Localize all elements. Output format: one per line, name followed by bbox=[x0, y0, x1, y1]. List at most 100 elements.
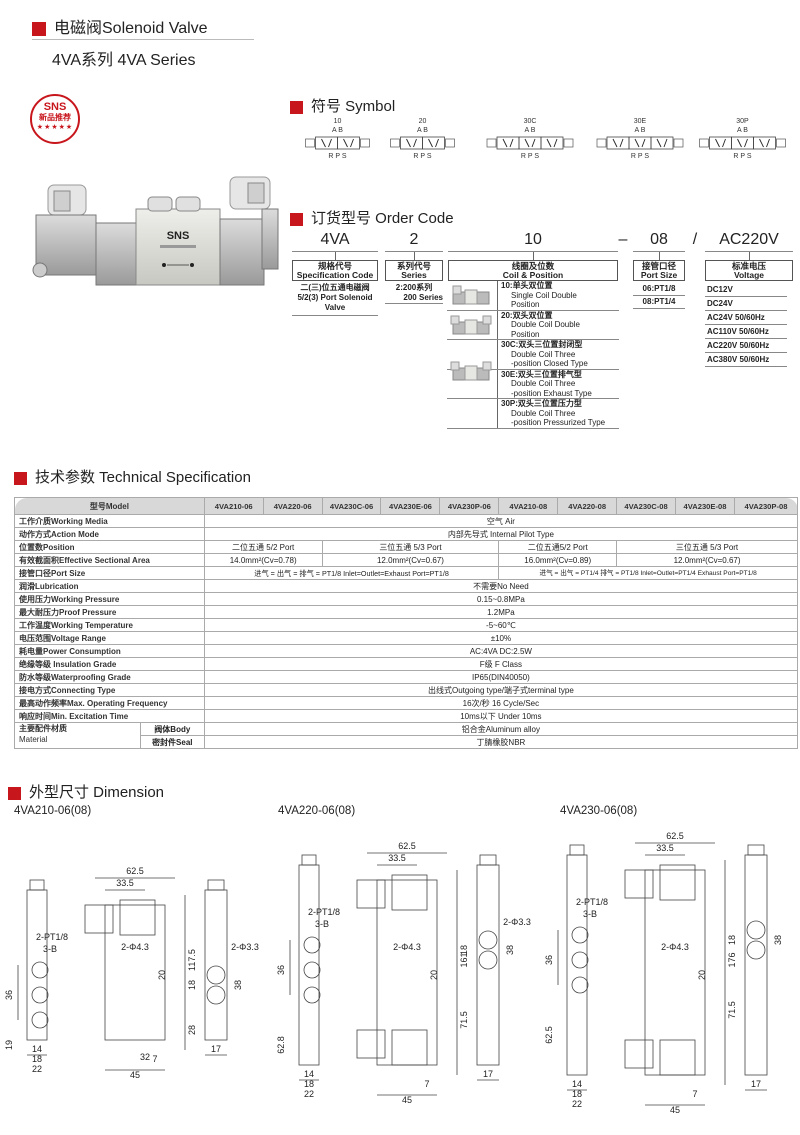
connector-line bbox=[414, 252, 415, 260]
symbol-section-title-text: 符号 Symbol bbox=[311, 98, 396, 115]
valve-symbol-icon bbox=[699, 136, 786, 150]
port-hole bbox=[31, 1011, 49, 1029]
row-value: 0.15~0.8MPa bbox=[203, 592, 799, 606]
valve-symbol-icon bbox=[486, 136, 574, 150]
port-label: 3-B bbox=[43, 944, 57, 954]
symbol-ports-bottom: R P S bbox=[520, 153, 540, 160]
dimension-value: 7 bbox=[152, 1054, 157, 1064]
model-column-header: 4VA210-08 bbox=[498, 497, 559, 515]
coil-connector bbox=[356, 1029, 386, 1059]
row-label: 接电方式Connecting Type bbox=[14, 683, 205, 697]
row-value: 二位五通 5/2 Port bbox=[203, 540, 323, 554]
row-label: 接管口径Port Size bbox=[14, 566, 205, 580]
label-cn: 系列代号 bbox=[396, 261, 431, 271]
row-value: 1.2MPa bbox=[203, 605, 799, 619]
connector-line bbox=[335, 252, 336, 260]
spec-description: 二(三)位五通电磁阀 5/2(3) Port Solenoid Valve bbox=[292, 283, 378, 316]
valve-symbol-icon bbox=[305, 136, 370, 150]
valve-thumbnail-icon bbox=[450, 361, 492, 380]
side-view-body bbox=[26, 889, 48, 1041]
symbol-ports-top: A B bbox=[417, 127, 428, 134]
dimension-value: 18 bbox=[304, 1079, 314, 1089]
row-value: 空气 Air bbox=[203, 514, 799, 528]
port-size-option: 06:PT1/8 bbox=[633, 283, 685, 296]
series-desc-line: 200 Series bbox=[403, 293, 443, 302]
coil bbox=[391, 874, 428, 911]
port-hole bbox=[571, 951, 589, 969]
front-view-body bbox=[644, 869, 706, 1076]
material-label: 主要配件材质 Material bbox=[14, 722, 141, 749]
end-view-body bbox=[744, 854, 768, 1076]
coil-option: 30P:双头三位置压力型 Double Coil Three -position… bbox=[447, 399, 619, 429]
row-value: 进气 = 出气 = 排气 = PT1/8 Inlet=Outlet=Exhaus… bbox=[203, 566, 500, 580]
coil-option-en: Single Coil Double bbox=[511, 290, 577, 300]
port-hole bbox=[206, 965, 226, 985]
tech-spec-title-text: 技术参数 Technical Specification bbox=[35, 469, 251, 486]
tech-spec-title: 技术参数 Technical Specification bbox=[14, 466, 251, 487]
dimension-value: 17 bbox=[211, 1044, 221, 1054]
connector-line bbox=[533, 252, 534, 260]
model-column-header: 4VA230C-08 bbox=[616, 497, 677, 515]
dimension-value: 14 bbox=[32, 1044, 42, 1054]
port-hole bbox=[31, 986, 49, 1004]
symbol-30P: 30P A B R P S bbox=[690, 118, 795, 161]
new-product-badge: SNS 新品推荐 ★★★★★ bbox=[30, 94, 80, 144]
coil-option-en: Double Coil Three bbox=[511, 349, 576, 359]
table-row: 最高动作频率Max. Operating Frequency 16次/秒 16 … bbox=[14, 696, 799, 710]
port-hole bbox=[303, 961, 321, 979]
row-value: 12.0mm²(Cv=0.67) bbox=[616, 553, 798, 567]
dimension-value: 62.5 bbox=[398, 841, 416, 851]
series-description: 2:200系列 200 Series bbox=[385, 283, 443, 304]
spec-desc-line: 5/2(3) Port Solenoid bbox=[297, 293, 373, 302]
order-code-slash: / bbox=[692, 231, 698, 248]
coil-option-cn: 30E:双头三位置排气型 bbox=[501, 369, 582, 379]
order-code-part-voltage: AC220V bbox=[719, 231, 779, 248]
symbol-ports-bottom: R P S bbox=[630, 153, 650, 160]
side-view-nut bbox=[301, 854, 317, 866]
row-value: F级 F Class bbox=[203, 657, 799, 671]
dimension-value: 20 bbox=[697, 970, 707, 980]
series-title: 4VA系列 4VA Series bbox=[52, 52, 196, 69]
badge-stars: ★★★★★ bbox=[36, 124, 74, 131]
coil-option-en: Position bbox=[511, 300, 540, 309]
dimension-value: 14 bbox=[304, 1069, 314, 1079]
side-view-nut bbox=[569, 844, 585, 856]
row-value: 10ms以下 Under 10ms bbox=[203, 709, 799, 723]
model-column-header: 4VA210-06 bbox=[203, 497, 264, 515]
divider bbox=[448, 251, 618, 252]
port-hole bbox=[303, 936, 321, 954]
symbol-30C: 30C A B R P S bbox=[475, 118, 585, 161]
table-row: 动作方式Action Mode 内部先导式 Internal Pilot Typ… bbox=[14, 527, 799, 541]
voltage-option: DC24V bbox=[705, 297, 787, 311]
coil-label-box: 线圈及位数 Coil & Position bbox=[448, 260, 618, 281]
divider bbox=[385, 251, 443, 252]
label-cn: 接管口径 bbox=[641, 261, 676, 271]
symbol-ports-top: A B bbox=[634, 127, 646, 134]
table-row: 主要配件材质 Material 阀体Body 铝合金Aluminum alloy bbox=[14, 722, 799, 749]
end-view-nut bbox=[207, 879, 225, 891]
coil-connector bbox=[624, 869, 654, 899]
connector-line bbox=[659, 252, 660, 260]
coil-connector bbox=[356, 879, 386, 909]
row-value: 16.0mm²(Cv=0.89) bbox=[498, 553, 618, 567]
dimension-value: 45 bbox=[670, 1105, 680, 1115]
symbol-10: 10 A B R P S bbox=[290, 118, 385, 161]
dimension-value: 22 bbox=[572, 1099, 582, 1109]
series-desc-line: 2:200系列 bbox=[395, 283, 433, 292]
spec-code-label-box: 规格代号 Specification Code bbox=[292, 260, 378, 281]
section-marker-icon bbox=[290, 212, 303, 226]
row-value: 二位五通5/2 Port bbox=[498, 540, 618, 554]
spec-desc-line: 二(三)位五通电磁阀 bbox=[300, 283, 370, 292]
row-value: 三位五通 5/3 Port bbox=[616, 540, 798, 554]
coil-option-cn: 10:单头双位置 bbox=[501, 281, 553, 290]
valve-thumbnail-icon bbox=[452, 285, 490, 305]
coil-option-en: -position Pressurized Type bbox=[511, 418, 606, 427]
port-label: 3-B bbox=[315, 919, 329, 929]
row-label: 有效截面积Effective Sectional Area bbox=[14, 553, 205, 567]
product-image: SNS bbox=[30, 175, 280, 305]
dimension-value: 71.5 bbox=[459, 1011, 469, 1029]
dimension-value: 45 bbox=[402, 1095, 412, 1105]
section-marker-icon bbox=[14, 471, 27, 485]
